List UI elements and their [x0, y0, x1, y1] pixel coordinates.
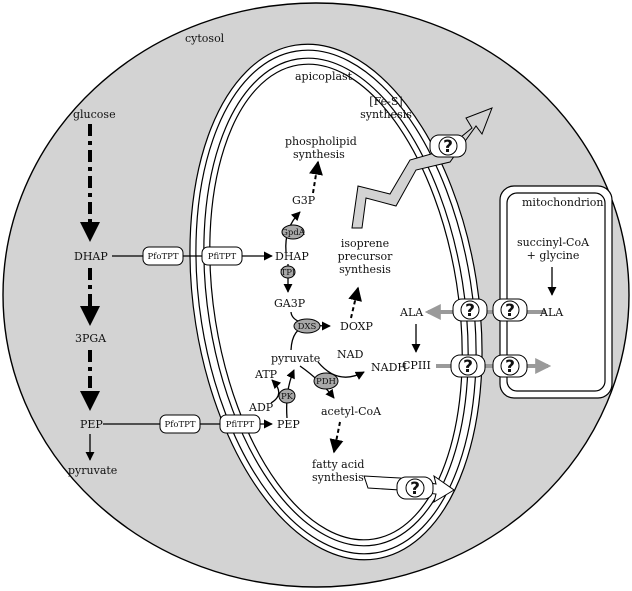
svg-text:PDH: PDH	[316, 377, 336, 387]
api-pyruvate-label: pyruvate	[271, 352, 320, 365]
svg-text:?: ?	[505, 357, 515, 377]
g3p-label: G3P	[292, 194, 316, 207]
unknown-transporter-fatty-acid: ?	[396, 476, 434, 500]
isoprene-export-arrow	[351, 107, 493, 229]
pfotpt-transporter-lower: PfoTPT	[159, 414, 201, 434]
apicoplast-label: apicoplast	[295, 70, 353, 83]
api-pep-label: PEP	[277, 418, 300, 431]
nadh-label: NADH	[371, 361, 407, 374]
mitochondrion-label: mitochondrion	[522, 196, 603, 209]
svg-text:DXS: DXS	[298, 322, 317, 332]
g3p-to-phospholipid-arrow	[309, 160, 323, 194]
cytosol-label: cytosol	[185, 32, 225, 45]
api-dhap-label: DHAP	[275, 250, 309, 263]
svg-text:PfoTPT: PfoTPT	[164, 420, 195, 430]
ga3p-label: GA3P	[274, 297, 306, 310]
pdh-enzyme: PDH	[313, 372, 339, 390]
pfotpt-transporter-upper: PfoTPT	[142, 246, 184, 266]
svg-text:?: ?	[443, 137, 453, 157]
svg-text:TPI: TPI	[281, 268, 296, 278]
svg-text:PfiTPT: PfiTPT	[226, 420, 255, 430]
unknown-transporter-ala-apicoplast: ?	[452, 298, 488, 322]
svg-text:PK: PK	[281, 392, 294, 402]
nad-label: NAD	[337, 348, 364, 361]
glucose-label: glucose	[73, 108, 116, 121]
dxs-enzyme: DXS	[293, 318, 321, 334]
pk-enzyme: PK	[278, 388, 296, 404]
fes-synthesis-label: [Fe-S]synthesis	[360, 95, 412, 121]
svg-text:?: ?	[410, 479, 420, 499]
svg-text:GpdA: GpdA	[281, 228, 306, 238]
pfitpt-transporter-lower: PfiTPT	[219, 414, 261, 434]
unknown-transporter-cpiii-mito: ?	[492, 354, 528, 378]
unknown-transporter-cpiii-apicoplast: ?	[450, 354, 486, 378]
cyto-dhap-label: DHAP	[74, 250, 108, 263]
unknown-transporter-ala-mito: ?	[492, 298, 528, 322]
ala-mito-label: ALA	[539, 306, 564, 319]
cyto-pep-label: PEP	[80, 418, 103, 431]
acetyl-coa-label: acetyl-CoA	[321, 405, 382, 418]
atp-label: ATP	[254, 368, 278, 381]
tpi-enzyme: TPI	[280, 265, 296, 279]
ala-cytosol-label: ALA	[399, 306, 424, 319]
cpiii-label: CPIII	[402, 359, 431, 372]
doxp-label: DOXP	[340, 320, 373, 333]
svg-text:?: ?	[463, 357, 473, 377]
unknown-transporter-fes: ?	[429, 134, 467, 158]
acetylcoa-to-fatty-acid-arrow	[329, 421, 344, 454]
pfitpt-transporter-upper: PfiTPT	[201, 246, 243, 266]
nad-to-nadh-arrow	[317, 361, 365, 380]
succinyl-coa-glycine-label: succinyl-CoA+ glycine	[517, 236, 590, 262]
doxp-to-isoprene-arrow	[348, 286, 362, 319]
adp-label: ADP	[248, 401, 274, 414]
cyto-pyruvate-label: pyruvate	[68, 464, 117, 477]
svg-text:?: ?	[465, 301, 475, 321]
svg-text:?: ?	[505, 301, 515, 321]
svg-text:PfoTPT: PfoTPT	[147, 252, 178, 262]
cyto-3pga-label: 3PGA	[75, 332, 107, 345]
gpda-enzyme: GpdA	[281, 224, 306, 240]
svg-text:PfiTPT: PfiTPT	[208, 252, 237, 262]
adp-to-atp-arrow	[270, 379, 282, 404]
